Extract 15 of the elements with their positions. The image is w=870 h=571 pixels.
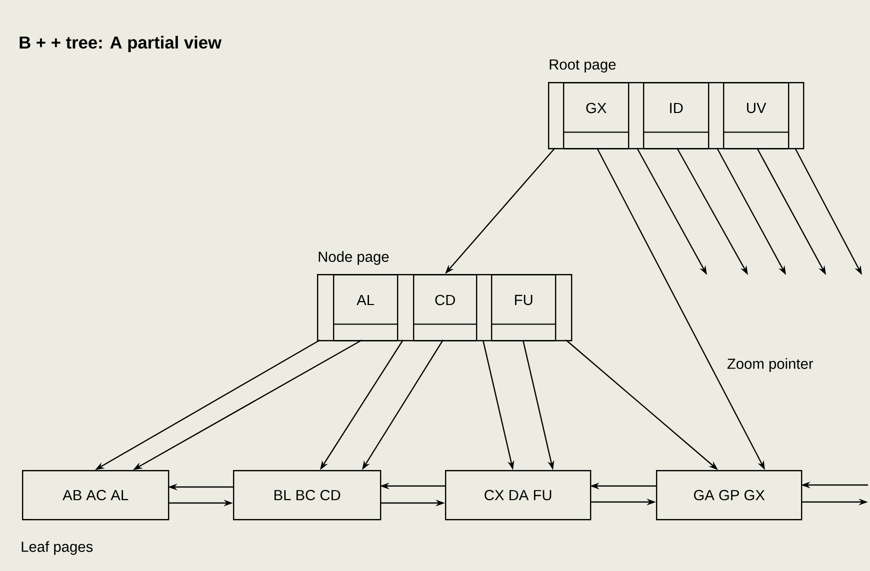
leaf-box: CX DA FU [445,470,592,520]
key-cell: ID [643,82,710,150]
edge-label: Zoom pointer [726,356,815,374]
key-cell: CD [413,274,478,342]
key-cell: FU [491,274,556,342]
node-label: Root page [550,59,616,73]
leaf-box: AB AC AL [22,470,170,520]
key-cell: UV [723,82,790,150]
key-cell: GX [563,82,630,150]
leaf-box: BL BC CD [233,470,382,520]
node-label: Node page [318,251,389,265]
leaf-box: GA GP GX [656,470,802,520]
title: B + + tree: A partial view [20,36,222,52]
key-cell: AL [333,274,398,342]
caption: Leaf pages [22,541,93,555]
